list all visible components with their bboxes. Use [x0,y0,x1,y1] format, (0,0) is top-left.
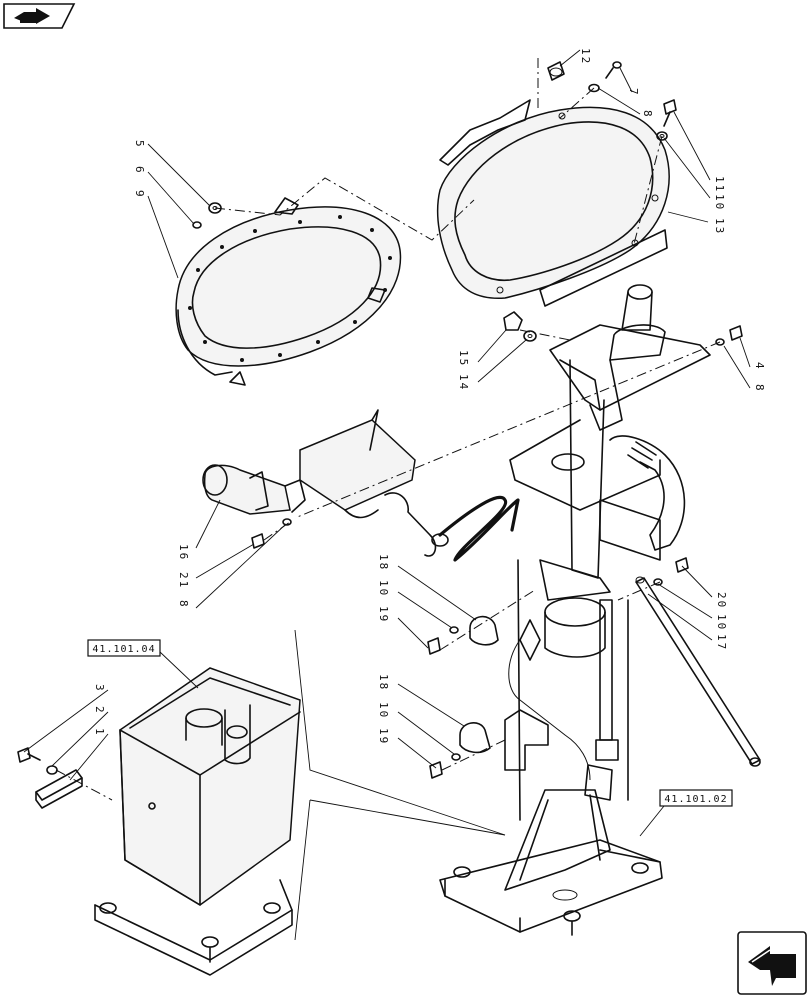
callout-18: 18 [377,674,390,691]
assembly-lines [55,58,721,801]
prev-page-button[interactable] [3,3,76,29]
washer-2 [46,765,58,775]
washer-10-lower [451,753,461,761]
ref-label: 41.101.04 [92,644,155,655]
callout-leaders [23,49,751,837]
callout-10: 10 [377,702,390,719]
callout-15: 15 [457,350,470,367]
callout-17: 17 [715,634,728,651]
callout-4: 4 [753,362,766,371]
bracket-small [504,709,549,771]
washer-8-joystick [282,518,292,526]
side-console [94,667,301,976]
screw-4 [729,325,743,341]
callout-12: 12 [579,48,592,65]
callout-3: 3 [93,684,106,693]
callout-5: 5 [133,140,146,149]
washer-14 [523,330,537,342]
callout-19: 19 [377,606,390,623]
screw-6 [192,221,202,229]
screw-3 [17,747,41,763]
callout-labels: 12 7 8 11 10 13 5 6 9 4 8 15 14 16 21 8 … [93,48,766,745]
next-page-button[interactable] [737,931,807,995]
callout-10: 10 [713,194,726,211]
stay-rod-17 [635,576,761,767]
harness-wire [438,495,520,562]
clamp-18-lower [459,722,491,754]
callout-20: 20 [715,592,728,609]
nut-15 [503,311,523,331]
steering-column [508,284,711,821]
callout-10: 10 [377,580,390,597]
bolt-11 [663,99,677,127]
column-base-plate [439,789,663,936]
bezel-screw-holes [188,215,392,362]
callout-11: 11 [713,176,726,193]
washer-8-right [715,338,725,346]
link-line-upper [294,629,506,836]
callout-2: 2 [93,706,106,715]
book-arrow-icon [14,8,50,24]
ref-box-41-101-02[interactable]: 41.101.02 [659,789,733,807]
screw-7 [605,61,622,79]
callout-21: 21 [177,572,190,589]
callout-8: 8 [753,384,766,393]
washer-10-upper [449,626,459,634]
screw-12 [547,61,565,81]
clamp-18-upper [469,615,499,646]
callout-6: 6 [133,166,146,175]
link-line-lower [294,799,506,941]
return-arrow-icon [748,946,796,986]
screw-20 [675,557,689,573]
joystick-16 [202,409,449,557]
washer-10-right [653,578,663,586]
callout-18: 18 [377,554,390,571]
callout-16: 16 [177,544,190,561]
ref-label: 41.101.02 [664,794,727,805]
callout-1: 1 [93,728,106,737]
plate-1 [35,769,83,809]
gauge-bezel-9 [175,197,402,386]
callout-9: 9 [133,190,146,199]
washer-8-top [588,83,600,93]
callout-10: 10 [715,614,728,631]
callout-7: 7 [627,88,640,97]
callout-8: 8 [641,110,654,119]
callout-8: 8 [177,600,190,609]
callout-13: 13 [713,218,726,235]
callout-14: 14 [457,374,470,391]
screw-19-upper [427,637,441,655]
callout-19: 19 [377,728,390,745]
screw-19-lower [429,761,443,779]
instrument-cover-13 [436,99,670,307]
ref-box-41-101-04[interactable]: 41.101.04 [87,639,161,657]
